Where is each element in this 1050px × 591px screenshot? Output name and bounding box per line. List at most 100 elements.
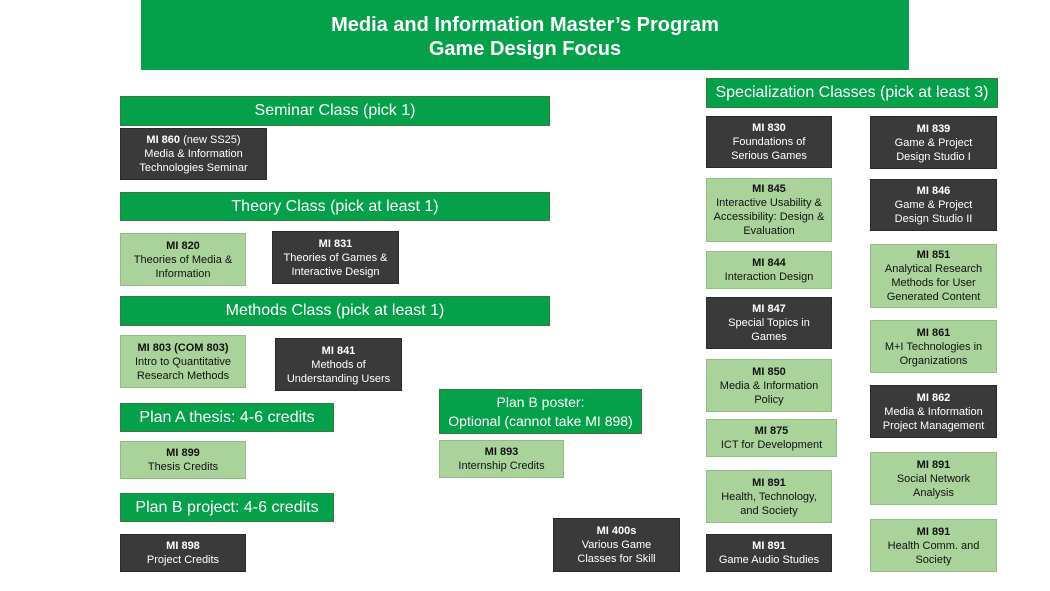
program-title: Media and Information Master’s Program (331, 14, 719, 36)
course-title-line: and Society (740, 504, 798, 517)
course-title-line: Understanding Users (286, 372, 391, 385)
course-title-line: Intro to Quantitative (135, 355, 231, 368)
course-title-line: Thesis Credits (147, 461, 219, 473)
course-title-line: ICT for Development (720, 439, 823, 451)
course-title-line: Health, Technology, (721, 490, 817, 503)
course-title-line: Project Credits (146, 554, 220, 566)
course-code: MI 861 (916, 326, 951, 339)
course-code: MI 830 (752, 122, 786, 134)
course-code: MI 862 (916, 391, 951, 404)
course-code: MI 891 (752, 540, 786, 552)
course-title-line: Information (155, 267, 211, 280)
theory-header: Theory Class (pick at least 1) (120, 192, 550, 221)
course-title-line: Society (915, 553, 952, 566)
course-title-line: Project Management (882, 419, 985, 432)
course-code: MI 875 (754, 425, 789, 437)
course-title-line: Media & Information (719, 379, 819, 392)
course-mi831: MI 831 Theories of Games & Interactive D… (272, 231, 399, 284)
course-mi846: MI 846 Game & Project Design Studio II (870, 179, 997, 231)
program-focus: Game Design Focus (428, 38, 622, 60)
plan-b-poster-note: Optional (cannot take MI 898) (448, 412, 633, 429)
course-title-line: Social Network (896, 472, 971, 485)
course-title-line: Theories of Games & (283, 251, 388, 264)
course-title-line: Analysis (913, 486, 954, 499)
methods-header: Methods Class (pick at least 1) (120, 296, 550, 326)
course-title-line: Interactive Design (291, 265, 380, 278)
course-mi891-health-tech: MI 891 Health, Technology, and Society (706, 470, 832, 523)
course-title-line: Foundations of (732, 136, 806, 148)
course-title-line: M+I Technologies in (884, 340, 983, 353)
course-title-line: Interactive Usability & (716, 197, 822, 209)
course-title-line: Evaluation (743, 225, 795, 237)
course-code: MI 847 (752, 303, 786, 315)
course-mi847: MI 847 Special Topics in Games (706, 297, 832, 349)
course-mi830: MI 830 Foundations of Serious Games (706, 116, 832, 168)
course-code: MI 899 (166, 447, 200, 459)
course-code: MI 891 (916, 458, 951, 471)
course-code: MI 893 (484, 446, 519, 458)
course-mi850: MI 850 Media & Information Policy (706, 359, 832, 412)
course-code: MI 850 (752, 365, 786, 378)
course-title-line: Serious Games (731, 150, 807, 162)
course-title-line: Classes for Skill (577, 553, 656, 565)
course-title-line: Theories of Media & (133, 253, 233, 266)
course-title-line: Design Studio I (896, 150, 971, 163)
course-code: MI 846 (916, 185, 951, 197)
course-title-line: Research Methods (136, 369, 230, 382)
course-mi860: MI 860 (new SS25) Media & Information Te… (120, 128, 267, 180)
course-mi820: MI 820 Theories of Media & Information (120, 233, 246, 286)
course-mi841: MI 841 Methods of Understanding Users (275, 338, 402, 391)
course-title-line: Game & Project (894, 199, 973, 211)
plan-b-poster-header: Plan B poster: Optional (cannot take MI … (439, 389, 642, 434)
course-mi400s: MI 400s Various Game Classes for Skill (553, 518, 680, 572)
seminar-header: Seminar Class (pick 1) (120, 96, 550, 126)
course-mi845: MI 845 Interactive Usability & Accessibi… (706, 178, 832, 242)
course-title-line: Technologies Seminar (139, 162, 248, 174)
course-code: MI 400s (596, 525, 637, 537)
course-mi891-health-comm: MI 891 Health Comm. and Society (870, 519, 997, 572)
course-title-line: Game Audio Studies (718, 554, 820, 566)
course-title-line: Interaction Design (724, 271, 814, 283)
course-title-line: Accessibility: Design & (713, 211, 825, 223)
course-mi891-game-audio: MI 891 Game Audio Studies (706, 534, 832, 572)
course-code: MI 839 (916, 122, 951, 135)
course-title-line: Health Comm. and (887, 539, 980, 552)
course-code: MI 844 (752, 257, 786, 269)
course-title-line: Game & Project (894, 136, 973, 149)
course-mi899: MI 899 Thesis Credits (120, 441, 246, 479)
program-title-banner: Media and Information Master’s Program G… (141, 0, 909, 70)
plan-b-project-header: Plan B project: 4-6 credits (120, 493, 334, 522)
course-mi898: MI 898 Project Credits (120, 534, 246, 572)
course-title-line: Games (751, 331, 787, 343)
course-code: MI 841 (321, 344, 356, 357)
course-code: MI 820 (166, 239, 200, 252)
course-title-line: Special Topics in (728, 317, 810, 329)
course-code: MI 845 (752, 183, 786, 195)
course-code: MI 891 (916, 525, 951, 538)
course-mi862: MI 862 Media & Information Project Manag… (870, 385, 997, 438)
course-title-line: Policy (754, 393, 784, 406)
course-title-line: Media & Information (884, 405, 983, 418)
course-title-line: Various Game (581, 539, 652, 551)
course-title-line: Generated Content (886, 291, 981, 303)
course-title-line: Methods of (311, 358, 366, 371)
course-title-line: Internship Credits (458, 460, 545, 472)
course-code: MI 803 (COM 803) (137, 341, 229, 354)
specialization-header: Specialization Classes (pick at least 3) (706, 78, 998, 108)
course-code: MI 831 (318, 237, 353, 250)
course-mi861: MI 861 M+I Technologies in Organizations (870, 320, 997, 373)
course-code: MI 860 (new SS25) (146, 134, 241, 146)
course-title-line: Media & Information (144, 148, 243, 160)
course-code: MI 891 (752, 476, 786, 489)
course-mi851: MI 851 Analytical Research Methods for U… (870, 244, 997, 308)
course-mi891-social-network: MI 891 Social Network Analysis (870, 452, 997, 505)
course-title-line: Design Studio II (894, 213, 973, 225)
course-code: MI 851 (916, 249, 951, 261)
course-mi893: MI 893 Internship Credits (439, 440, 564, 478)
plan-b-poster-title: Plan B poster: (496, 393, 585, 410)
course-title-line: Analytical Research (884, 263, 983, 275)
course-title-line: Organizations (899, 354, 968, 367)
course-mi875: MI 875 ICT for Development (706, 419, 837, 457)
plan-a-header: Plan A thesis: 4-6 credits (120, 403, 334, 432)
course-title-line: Methods for User (891, 277, 976, 289)
